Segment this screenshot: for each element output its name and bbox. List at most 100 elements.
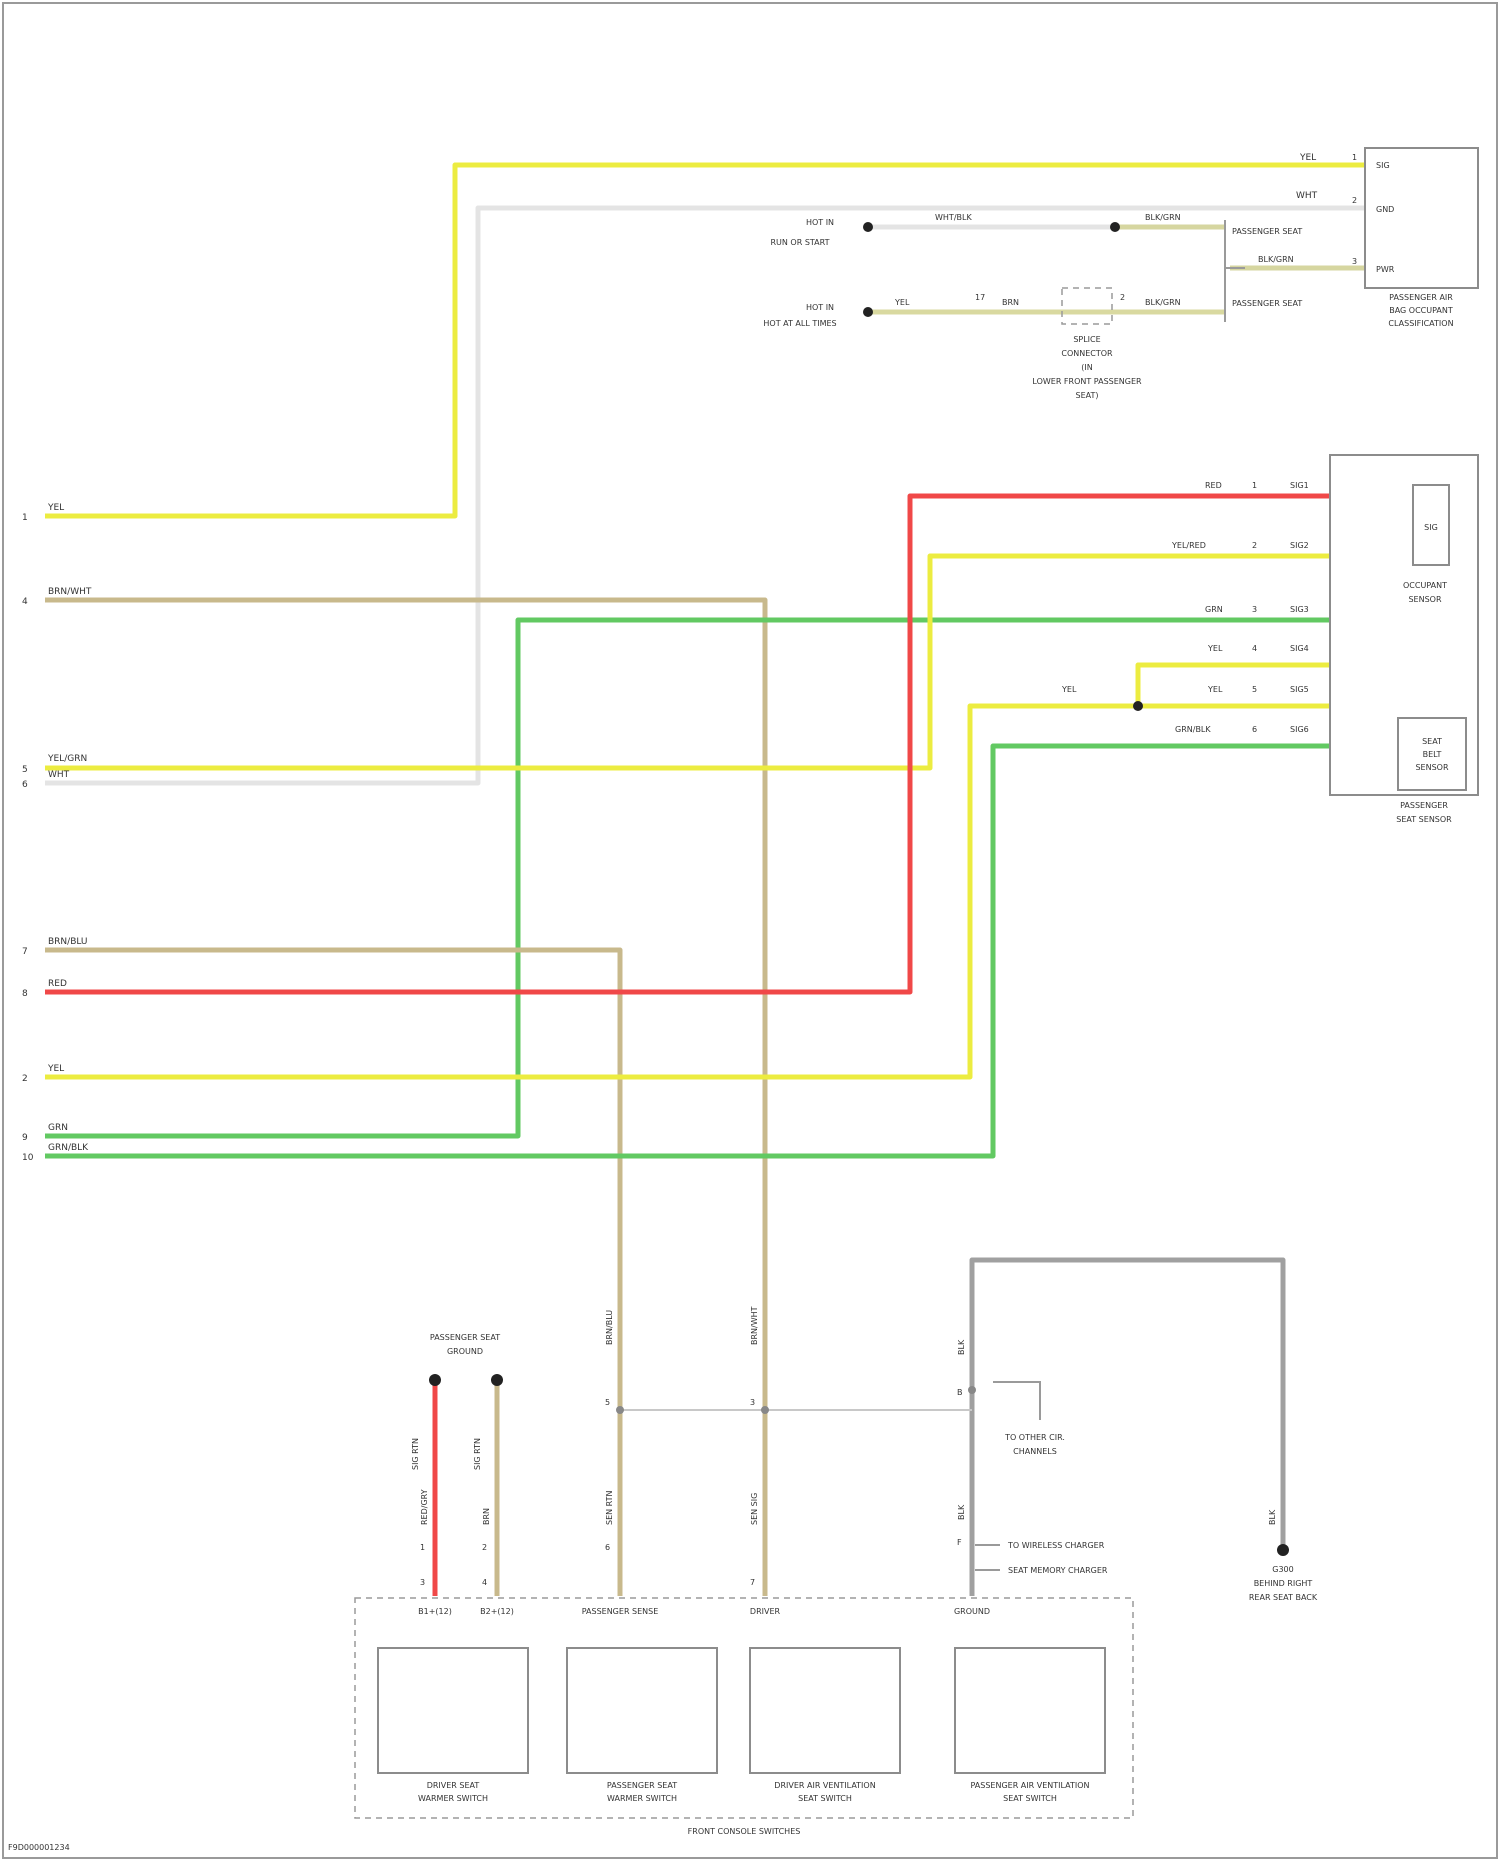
left-wire-label: YEL/GRN (47, 754, 87, 764)
left-wire-label: GRN/BLK (48, 1143, 89, 1153)
vertical-wire-label: BRN/BLU (605, 1310, 614, 1345)
connector-label: B2+(12) (480, 1607, 514, 1616)
occupant-sensor-label: SENSOR (1408, 595, 1441, 604)
vertical-wire-label: SIG RTN (411, 1438, 420, 1470)
left-wire-label: WHT (48, 770, 70, 780)
seat-wire-label: YEL/RED (1171, 541, 1206, 550)
wire-yellow-seat (45, 706, 1330, 1077)
left-wire-label: YEL (47, 1064, 64, 1074)
bottom-pin: B (957, 1388, 963, 1397)
left-pin: 5 (22, 765, 28, 775)
connector-label: DRIVER (750, 1607, 781, 1616)
seat-belt-sensor-label: SENSOR (1415, 763, 1448, 772)
ground-dot (1277, 1544, 1289, 1556)
charger-arrow-label: TO WIRELESS CHARGER (1007, 1541, 1105, 1550)
passenger-seat-warmer-switch (567, 1648, 717, 1773)
left-pin: 8 (22, 989, 28, 999)
left-wire-label: BRN/BLU (48, 937, 88, 947)
bottom-pin: 5 (605, 1398, 610, 1407)
inline-label: BLK/GRN (1145, 298, 1181, 307)
top-wire-label: WHT (1296, 191, 1318, 201)
bottom-pin: 7 (750, 1578, 755, 1587)
seat-wire-label: YEL (1207, 644, 1223, 653)
splice-connector-label: SEAT) (1076, 391, 1099, 400)
vertical-wire-label: BRN/WHT (750, 1306, 759, 1345)
left-wire-label: BRN/WHT (48, 587, 92, 597)
driver-seat-warmer-switch (378, 1648, 528, 1773)
seat-pin-name: SIG4 (1290, 644, 1309, 653)
inline-label: BLK/GRN (1145, 213, 1181, 222)
seat-belt-sensor-label: SEAT (1422, 737, 1442, 746)
bottom-pin: 6 (605, 1543, 610, 1552)
console-switch-group-label: FRONT CONSOLE SWITCHES (688, 1827, 801, 1836)
wire-group (45, 165, 1365, 1596)
inline-label: WHT/BLK (935, 213, 972, 222)
left-wire-label: YEL (47, 503, 64, 513)
ground-wire-label: BLK (1268, 1509, 1277, 1525)
vertical-wire-label: BLK (957, 1339, 966, 1355)
top-sub-label: PASSENGER SEAT (1232, 227, 1302, 236)
bottom-pin: F (957, 1538, 962, 1547)
seat-pin: 1 (1252, 481, 1257, 490)
top-pin: 2 (1352, 196, 1357, 205)
splice-dot (761, 1406, 769, 1414)
fuse-label: HOT IN (806, 303, 834, 312)
inline-label: BRN (1002, 298, 1019, 307)
splice-dot (429, 1374, 441, 1386)
fuse-label: RUN OR START (770, 238, 829, 247)
ground-connector-label: GROUND (447, 1347, 483, 1356)
switch-label: PASSENGER SEAT (607, 1781, 677, 1790)
top-pin: 1 (1352, 153, 1357, 162)
switch-label: WARMER SWITCH (418, 1794, 488, 1803)
seat-pin-name: SIG2 (1290, 541, 1309, 550)
left-wire-label: RED (48, 979, 67, 989)
seat-pin-name: SIG1 (1290, 481, 1309, 490)
splice-dot (863, 307, 873, 317)
top-module: 1 2 3 YEL WHT SIG GND PWR PASSENGER AIR … (763, 148, 1478, 400)
splice-dot (1133, 701, 1143, 711)
splice-connector-label: SPLICE (1073, 335, 1100, 344)
connector-label: PASSENGER SENSE (582, 1607, 659, 1616)
bottom-pin: 3 (420, 1578, 425, 1587)
top-wire-label: YEL (1299, 153, 1316, 163)
left-pin: 7 (22, 947, 28, 957)
ground-connector-label: PASSENGER SEAT (430, 1333, 500, 1342)
passenger-air-vent-switch (955, 1648, 1105, 1773)
seat-module: SIG OCCUPANT SENSOR SEAT BELT SENSOR PAS… (1061, 455, 1478, 824)
left-pin: 6 (22, 780, 28, 790)
connector-label: GROUND (954, 1607, 990, 1616)
fuse-label: HOT IN (806, 218, 834, 227)
seat-pin: 6 (1252, 725, 1257, 734)
seat-module-box (1330, 455, 1478, 795)
splice-dot (1110, 222, 1120, 232)
vertical-wire-label: BLK (957, 1504, 966, 1520)
seat-wire-label: RED (1205, 481, 1222, 490)
vertical-wire-label: SIG RTN (473, 1438, 482, 1470)
left-pin: 2 (22, 1074, 28, 1084)
top-pin: 3 (1352, 257, 1357, 266)
seat-pin-name: SIG6 (1290, 725, 1309, 734)
wire-brn-blu (45, 950, 620, 1596)
ground-label: REAR SEAT BACK (1249, 1593, 1318, 1602)
seat-wire-label: GRN (1205, 605, 1223, 614)
switch-label: DRIVER SEAT (427, 1781, 480, 1790)
inline-pin: 17 (975, 293, 985, 302)
top-module-name: PASSENGER AIR (1389, 293, 1453, 302)
left-pin: 4 (22, 597, 28, 607)
seat-module-name: SEAT SENSOR (1396, 815, 1452, 824)
wire-brn-wht (45, 600, 765, 1596)
seat-pin-name: SIG5 (1290, 685, 1309, 694)
splice-connector-box (1062, 288, 1112, 324)
left-pin: 9 (22, 1133, 28, 1143)
splice-connector-label: (IN (1081, 363, 1092, 372)
footer-code: F9D000001234 (8, 1843, 70, 1852)
top-module-name: CLASSIFICATION (1388, 319, 1453, 328)
inline-label: YEL (894, 298, 910, 307)
wire-yel-grn (45, 556, 1330, 768)
splice-note: CHANNELS (1013, 1447, 1057, 1456)
top-module-name: BAG OCCUPANT (1389, 306, 1453, 315)
switch-label: WARMER SWITCH (607, 1794, 677, 1803)
top-inner-label: GND (1376, 205, 1394, 214)
switch-label: DRIVER AIR VENTILATION (774, 1781, 875, 1790)
